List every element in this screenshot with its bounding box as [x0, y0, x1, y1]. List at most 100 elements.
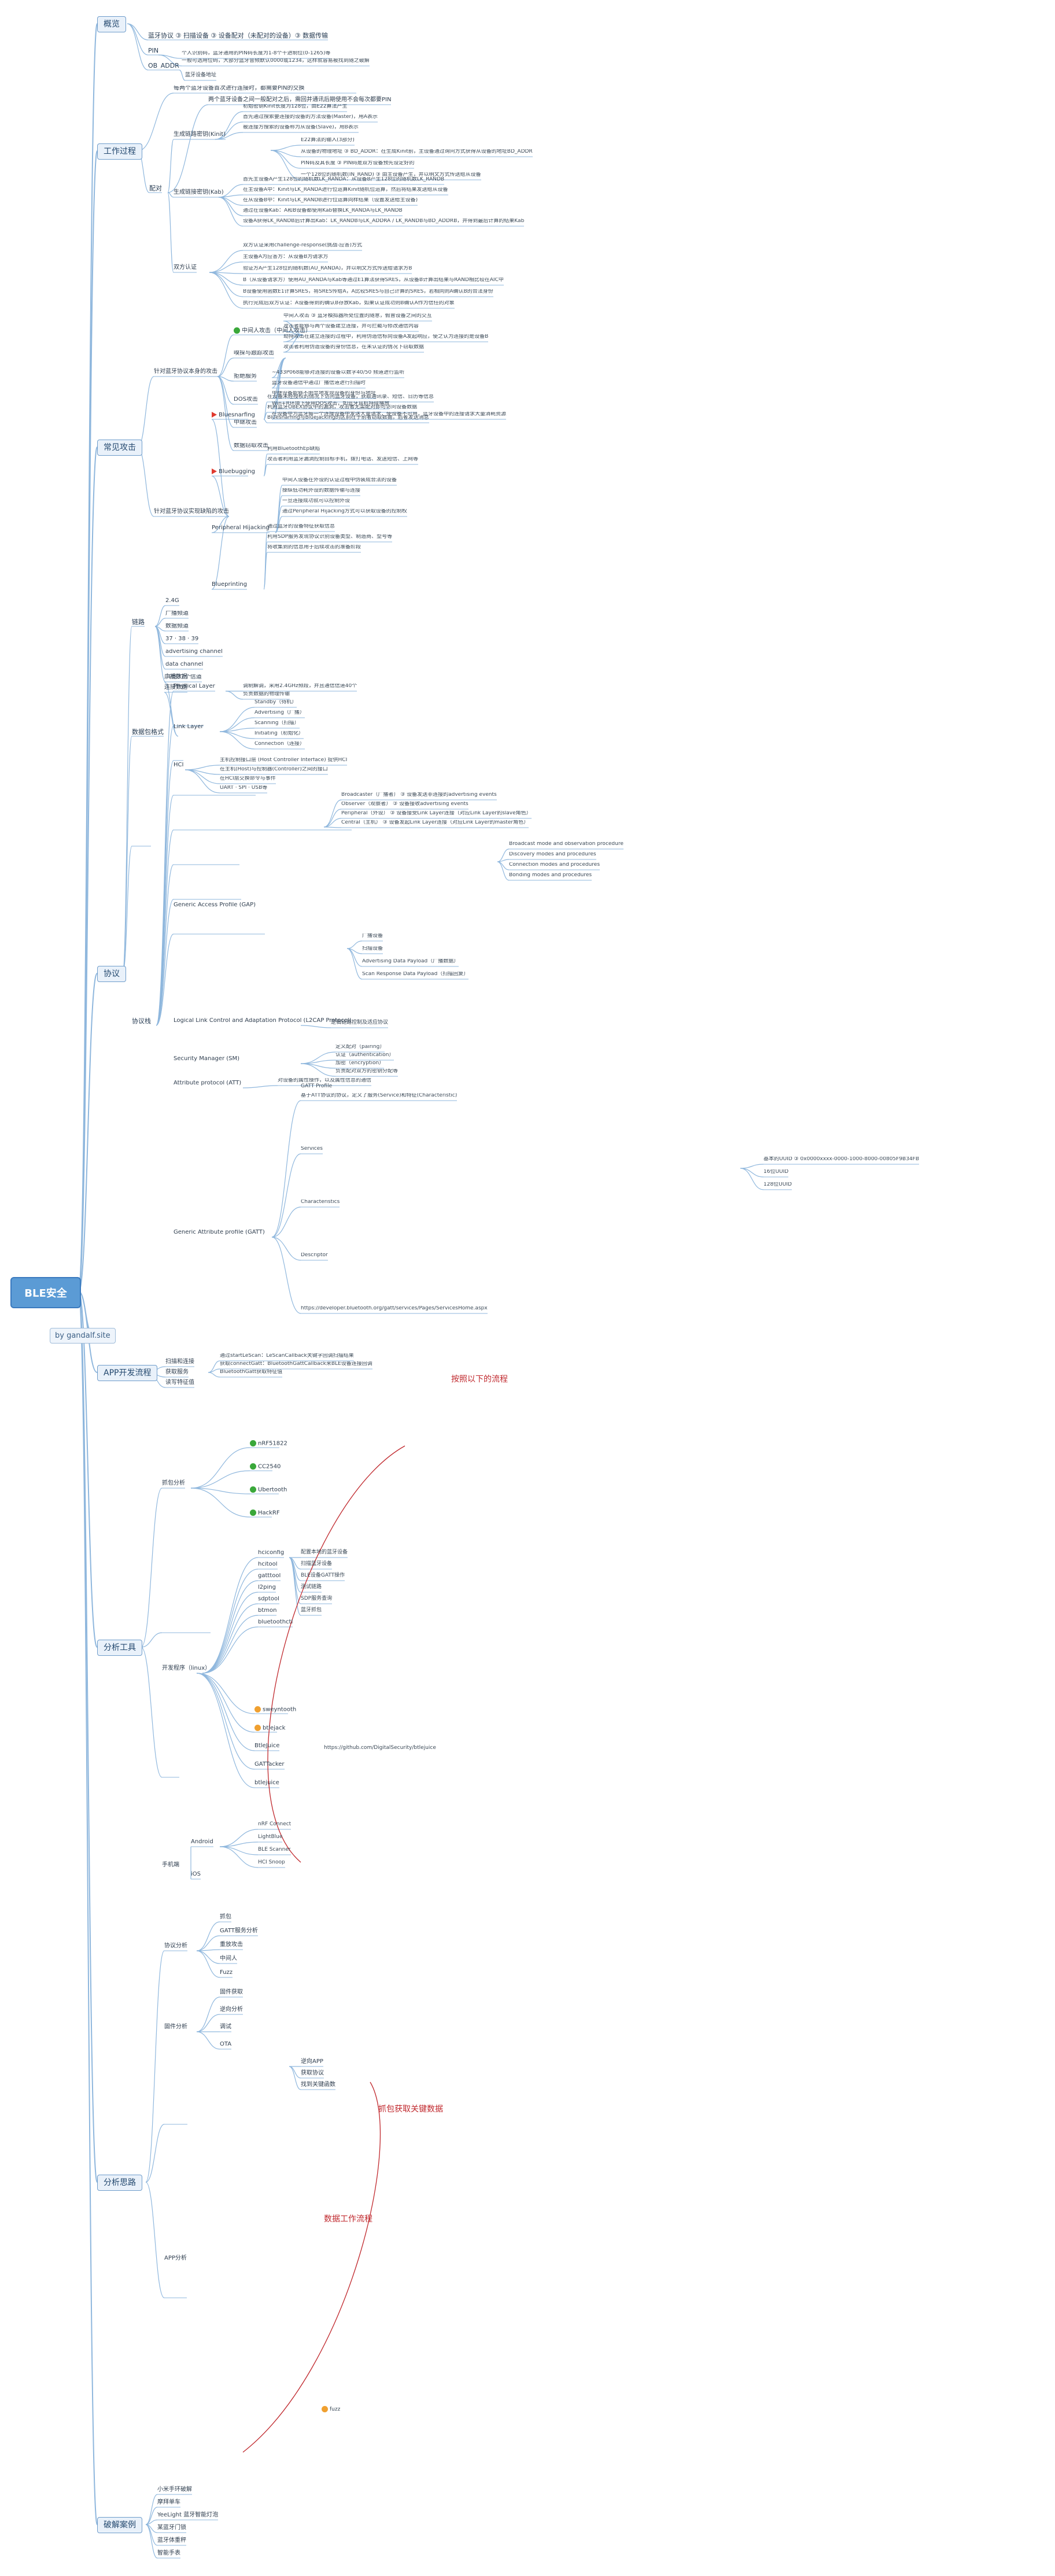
analysis-protocol[interactable]: Fuzz: [220, 1969, 233, 1976]
work-pairing-child[interactable]: 生成链路密钥(Kinit): [174, 131, 226, 138]
analysis-protocol[interactable]: GATT服务分析: [220, 1928, 258, 1934]
gap-role[interactable]: Peripheral（外设） ③ 设备接受Link Layer连接（对应Link…: [341, 811, 532, 816]
work-pairing[interactable]: 配对: [149, 184, 162, 192]
link-node[interactable]: 37 · 38 · 39: [165, 636, 199, 642]
overview-node[interactable]: OB_ADDR: [148, 62, 179, 69]
link-state[interactable]: Standby（待机）: [254, 700, 297, 705]
bluez-note[interactable]: SDP服务查询: [301, 1596, 333, 1601]
adv-node[interactable]: 广播设备: [362, 933, 383, 939]
analysis-group[interactable]: 协议分析: [164, 1943, 187, 1949]
mitm-node[interactable]: 攻击者利用伪造设备的身份信息，在未认证的情况下窃取数据: [283, 345, 425, 350]
auth-node[interactable]: B设备使用函数E1计算SRES，将SRES传给A，A比较SRES与自己计算的SR…: [243, 289, 493, 294]
category-2[interactable]: 工作过程: [97, 143, 142, 160]
analysis-firmware[interactable]: 调试: [220, 2024, 231, 2030]
e22-node[interactable]: PIN码及其长度 ③ PIN码是双方设备预先设定好的: [301, 161, 415, 166]
phone-os[interactable]: Android: [191, 1839, 213, 1845]
link-node[interactable]: data channel: [165, 662, 204, 667]
pin-detail[interactable]: 一般可选用位码，大部分蓝牙音频默认0000或1234，这样就容易被找到随之破解: [182, 58, 370, 64]
auth-node[interactable]: 验证方A产生128位的随机数(AU_RANDA)，并以明文方式传送给请求方B: [243, 266, 412, 271]
protocol-attack[interactable]: 嗅探与跟踪攻击: [234, 350, 274, 356]
addr-detail[interactable]: 蓝牙设备地址: [185, 72, 217, 78]
bluesnarf-node[interactable]: 在设备未经授权的情况下访问蓝牙设备，获取通讯录、短信、日历等信息: [267, 394, 434, 400]
uuid-node[interactable]: 16位UUID: [763, 1169, 789, 1175]
att-node[interactable]: 对设备的属性操作，以及属性信息的通信: [278, 1078, 372, 1083]
protocol-group[interactable]: 协议栈: [132, 1017, 151, 1025]
hijack-node[interactable]: 一旦连接成功就可以控制外设: [282, 499, 351, 504]
app-dev-step[interactable]: 读写特征值: [165, 1379, 194, 1386]
gap-mode[interactable]: Connection modes and procedures: [509, 862, 600, 868]
sniff-node[interactable]: 在设备中为蓝牙每一个连接设备中发送大量请求，使设备不可用，蓝牙设备中的连接请求大…: [272, 412, 507, 417]
app-dev-note[interactable]: BluetoothGatt获取特征值: [220, 1370, 283, 1375]
print-node[interactable]: 利用SDP服务发现协议识别设备类型、制造商、型号等: [267, 534, 393, 540]
sm-node[interactable]: 加密（encryption）: [335, 1061, 385, 1066]
bluez-cmd[interactable]: sdptool: [258, 1596, 279, 1602]
case-item[interactable]: 某蓝牙门锁: [157, 2525, 186, 2531]
linux-tool[interactable]: GATTacker: [254, 1761, 285, 1767]
gatt-node[interactable]: Services: [301, 1146, 323, 1152]
bluez-cmd[interactable]: gatttool: [258, 1573, 281, 1579]
app-dev-note[interactable]: 通过startLeScan：LeScanCallback关键字回调扫描结果: [220, 1353, 354, 1359]
kab-node[interactable]: 设备A获得LK_RANDB后计算出Kab：LK_RANDB与LK_ADDRA /…: [243, 219, 525, 224]
uuid-node[interactable]: 128位UUID: [763, 1182, 792, 1187]
hci-node[interactable]: UART · SPI · USB等: [220, 785, 268, 791]
linux-tool[interactable]: btlejuice: [254, 1780, 279, 1786]
work-pairing-child[interactable]: 双方认证: [174, 264, 197, 271]
mitm-node[interactable]: 攻击者能够与两个设备建立连接，并可拦截与修改通信内容: [283, 324, 419, 329]
overview-node[interactable]: 蓝牙协议 ③ 扫描设备 ③ 设备配对（未配对的设备）③ 数据传输: [148, 32, 329, 39]
link-node[interactable]: advertising channel: [165, 649, 223, 655]
impl-attack[interactable]: Blueprinting: [212, 581, 248, 588]
stack-layer[interactable]: Generic Access Profile (GAP): [174, 902, 256, 908]
gatt-node[interactable]: https://developer.bluetooth.org/gatt/ser…: [301, 1306, 488, 1311]
protocol-group[interactable]: 数据包格式: [132, 728, 164, 736]
protocol-attack[interactable]: 中间人攻击（中间人攻击）: [234, 327, 311, 334]
gap-mode[interactable]: Bonding modes and procedures: [509, 873, 592, 878]
category-8[interactable]: 破解案例: [97, 2517, 142, 2533]
linux-tool[interactable]: btlejack: [254, 1725, 285, 1732]
protocol-attack[interactable]: 中继攻击: [234, 420, 257, 426]
bluez-cmd[interactable]: hciconfig: [258, 1550, 285, 1556]
bluez-cmd[interactable]: bluetoothctl: [258, 1619, 293, 1625]
analysis-group[interactable]: 固件分析: [164, 2024, 187, 2030]
bluez-note[interactable]: 蓝牙抓包: [301, 1607, 322, 1613]
sniff-hw[interactable]: HackRF: [250, 1510, 280, 1516]
stack-layer[interactable]: Physical Layer: [174, 684, 215, 689]
auth-node[interactable]: 执行完成后双方认证：A设备得到的确认B存放Kab，如果认证成功则B确认A作为信任…: [243, 301, 455, 306]
gatt-node[interactable]: 基于ATT协议的协议，定义了服务(Service)和特征(Characteris…: [301, 1093, 458, 1098]
adv-node[interactable]: Advertising Data Payload（广播数据）: [362, 959, 459, 964]
hijack-node[interactable]: 操纵低功耗外设的数据传输与连接: [282, 488, 361, 493]
attack-group[interactable]: 针对蓝牙协议本身的攻击: [154, 368, 217, 375]
l2cap-node[interactable]: 逻辑链路控制及适应协议: [331, 1020, 389, 1025]
category-7[interactable]: 分析思路: [97, 2175, 142, 2191]
analysis-protocol[interactable]: 中间人: [220, 1955, 237, 1962]
kab-node[interactable]: 在主设备A中：Kinit与LK_RANDA进行位运算Kinit随机位运算，然后将…: [243, 187, 448, 193]
hci-node[interactable]: 在HCI层交换命令与事件: [220, 776, 276, 781]
bluez-cmd[interactable]: hcitool: [258, 1562, 278, 1567]
gap-mode[interactable]: Discovery modes and procedures: [509, 852, 596, 857]
app-dev-step[interactable]: 扫描和连接: [165, 1359, 194, 1365]
sniff-hw[interactable]: CC2540: [250, 1463, 281, 1470]
link-node[interactable]: 广播频道: [165, 611, 189, 617]
case-item[interactable]: YeeLight 蓝牙智能灯泡: [157, 2512, 219, 2518]
android-app[interactable]: BLE Scanner: [258, 1847, 291, 1852]
phone-os[interactable]: iOS: [191, 1871, 201, 1877]
bluez-note[interactable]: 测试链路: [301, 1584, 322, 1590]
gatt-node[interactable]: Descriptor: [301, 1253, 328, 1258]
auth-node[interactable]: 双方认证采用challenge-response(挑战-应答)方式: [243, 243, 363, 248]
packet-node[interactable]: 广播数据: [164, 674, 187, 680]
sniff-node[interactable]: 蓝牙设备通信中通过广播信道进行扫描时: [272, 381, 366, 386]
sniff-hw[interactable]: nRF51822: [250, 1440, 287, 1447]
bluesnarf-node[interactable]: Bluesnarfing与Bluejacking的区别在于前者窃取数据，后者发送…: [267, 415, 429, 420]
tool-group[interactable]: 开发程序（linux）: [162, 1665, 211, 1671]
impl-attack[interactable]: Bluebugging: [212, 468, 255, 475]
sniff-hw[interactable]: Ubertooth: [250, 1486, 287, 1493]
case-item[interactable]: 小米手环破解: [157, 2486, 192, 2493]
impl-attack[interactable]: Peripheral Hijacking: [212, 525, 270, 531]
sm-node[interactable]: 认证（authentication）: [335, 1053, 394, 1058]
stack-layer[interactable]: Logical Link Control and Adaptation Prot…: [174, 1018, 352, 1024]
sm-node[interactable]: 定义配对（pairing）: [335, 1045, 385, 1050]
category-4[interactable]: 协议: [97, 966, 126, 982]
sm-node[interactable]: 负责配对双方的密钥分配等: [335, 1069, 399, 1074]
analysis-protocol[interactable]: 重放攻击: [220, 1942, 243, 1948]
protocol-attack[interactable]: DOS攻击: [234, 397, 258, 403]
analysis-firmware[interactable]: OTA: [220, 2041, 232, 2047]
